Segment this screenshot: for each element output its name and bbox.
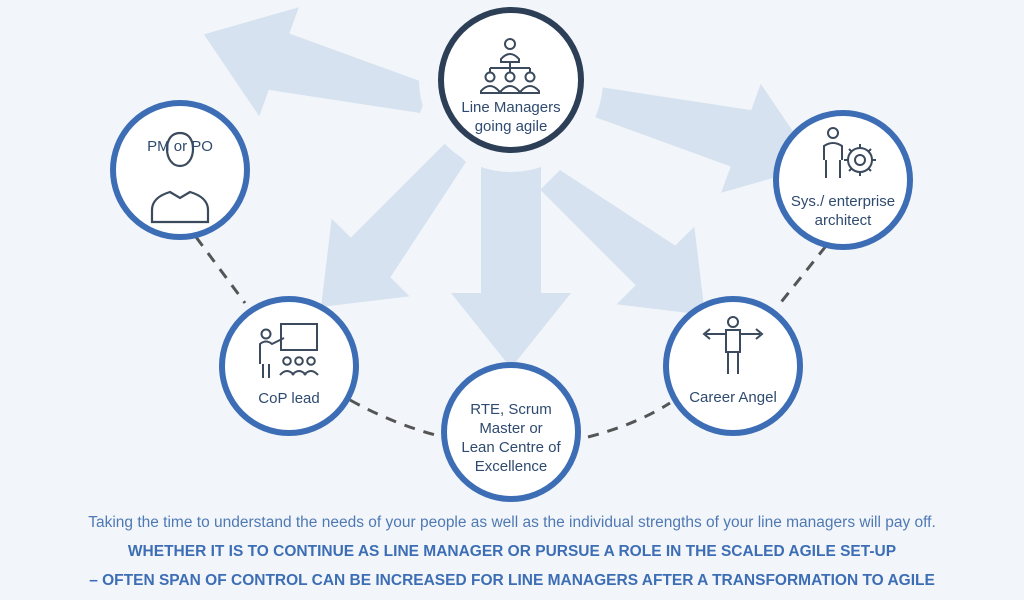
arrow-to-cop: [321, 142, 466, 307]
pm-po-label: PM or PO: [147, 138, 213, 155]
caption-main: Taking the time to understand the needs …: [88, 514, 936, 531]
pm-po-node: [110, 100, 250, 240]
career-angel-node: [663, 296, 803, 436]
center-node: [419, 0, 603, 172]
arrow-to-career: [540, 170, 705, 315]
arrow-to-rte: [451, 148, 571, 368]
connector-pm-cop: [194, 236, 247, 304]
rte-label: RTE, Scrum Master or Lean Centre of Exce…: [461, 401, 561, 475]
person-icon: [150, 131, 210, 224]
person-gear-icon: [823, 127, 876, 178]
center-node-label: Line Managers going agile: [461, 99, 561, 135]
connector-rte-career: [587, 401, 671, 439]
cop-lead-label: CoP lead: [258, 390, 320, 407]
role-diagram: [110, 0, 913, 502]
arrow-to-architect: [589, 83, 817, 193]
org-chart-icon: [480, 38, 540, 94]
architect-node: [773, 110, 913, 250]
caption-bold-line-1: WHETHER IT IS TO CONTINUE AS LINE MANAGE…: [127, 543, 897, 560]
caption-bold-line-2: – OFTEN SPAN OF CONTROL CAN BE INCREASED…: [89, 572, 935, 589]
connector-career-architect: [776, 245, 828, 307]
rte-node: [441, 362, 581, 502]
cop-lead-node: [219, 296, 359, 436]
presenter-icon: [259, 323, 319, 378]
dashed-connectors: [194, 236, 828, 439]
arrows: [203, 7, 817, 368]
career-angel-label: Career Angel: [689, 389, 777, 406]
connector-cop-rte: [349, 398, 444, 439]
architect-label: Sys./ enterprise architect: [790, 193, 896, 229]
arrow-to-pm: [203, 7, 431, 117]
crossroads-person-icon: [702, 316, 764, 374]
